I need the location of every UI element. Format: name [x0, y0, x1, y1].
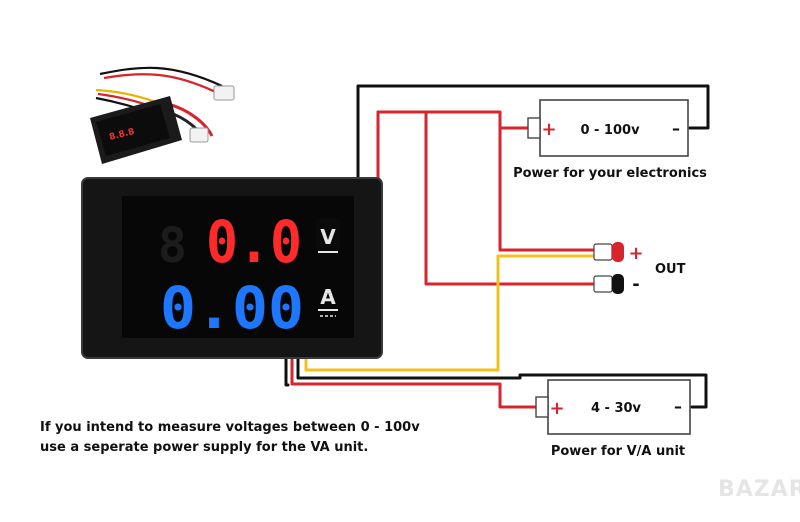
battery-electronics-body	[539, 99, 689, 157]
out-label: OUT	[655, 262, 686, 277]
battery-va-minus: –	[674, 397, 682, 416]
measurement-note: If you intend to measure voltages betwee…	[40, 418, 420, 458]
module-photo: 8.8.8	[90, 66, 235, 164]
black-wire-top	[356, 84, 710, 187]
lead-red	[103, 73, 225, 97]
note-line-2: use a seperate power supply for the VA u…	[40, 440, 369, 455]
battery-va-plus: +	[549, 398, 564, 419]
connector-small	[189, 127, 209, 143]
out-plus-sign: +	[628, 243, 643, 264]
note-line-1: If you intend to measure voltages betwee…	[40, 420, 420, 435]
yellow-wire	[304, 254, 600, 372]
current-reading: 0.00	[160, 274, 304, 342]
out-plus-tip	[612, 242, 624, 262]
black-wire-bottom	[284, 354, 290, 387]
battery-electronics-range: 0 - 100v	[580, 123, 640, 138]
unit-a-label: A	[320, 285, 336, 309]
out-plus-plug	[593, 243, 613, 261]
meter-window	[122, 196, 354, 338]
out-minus-tip	[612, 274, 624, 294]
red-wire-to-out-minus	[498, 126, 602, 252]
wires	[284, 84, 710, 409]
battery-va-unit: + 4 - 30v – Power for V/A unit	[535, 379, 691, 459]
battery-va-range: 4 - 30v	[591, 401, 642, 416]
battery-va-caption: Power for V/A unit	[551, 444, 685, 459]
meter-bezel-highlight	[81, 177, 383, 359]
battery-electronics: + 0 - 100v – Power for your electronics	[513, 99, 707, 181]
black-wire-bottom-main	[296, 354, 708, 409]
battery-electronics-minus: –	[672, 119, 680, 138]
watermark-text: BAZAR	[718, 477, 800, 502]
battery-electronics-terminal	[527, 117, 541, 139]
module-face	[96, 104, 170, 156]
out-minus-sign: -	[632, 274, 639, 295]
battery-electronics-caption: Power for your electronics	[513, 166, 707, 181]
lead-thick-red	[167, 102, 214, 137]
bazar-watermark: BAZAR	[718, 477, 800, 502]
voltmeter-ammeter: 8 0.0 0.00 V A	[81, 177, 383, 359]
inactive-digit: 8	[158, 218, 187, 274]
connector-large	[213, 85, 235, 101]
unit-v-label: V	[320, 225, 336, 249]
voltage-reading: 0.0	[206, 208, 302, 276]
unit-v-panel	[316, 218, 340, 248]
red-wire-loop-to-out	[376, 110, 598, 286]
red-wire-bottom	[290, 354, 540, 409]
red-wire-top-to-battery	[376, 110, 530, 187]
battery-va-terminal	[535, 396, 549, 418]
out-minus-plug	[593, 275, 613, 293]
lead-black	[99, 66, 223, 87]
battery-electronics-plus: +	[541, 119, 556, 140]
output-terminals: + - OUT	[593, 242, 686, 295]
